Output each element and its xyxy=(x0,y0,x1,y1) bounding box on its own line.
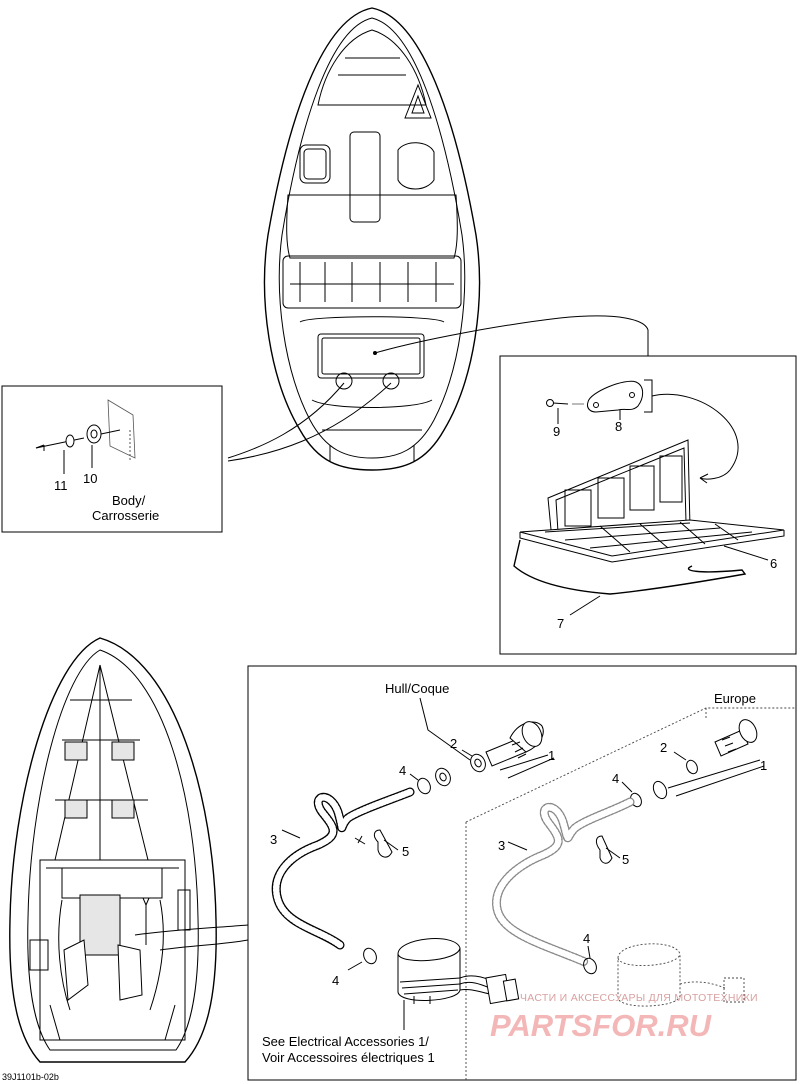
label-carrosserie: Carrosserie xyxy=(92,508,159,523)
callout-10: 10 xyxy=(83,471,97,486)
watermark: ЧАСТИ И АКСЕССУАРЫ ДЛЯ МОТОТЕХНИКИ PARTS… xyxy=(490,992,758,1043)
callout-4-bottom-europe: 4 xyxy=(583,931,590,946)
label-body: Body/ xyxy=(112,493,146,508)
callout-2-europe: 2 xyxy=(660,740,667,755)
callout-2-main: 2 xyxy=(450,736,457,751)
callout-1-europe: 1 xyxy=(760,758,767,773)
callout-9: 9 xyxy=(553,424,560,439)
callout-3-main: 3 xyxy=(270,832,277,847)
see-electrical-1: See Electrical Accessories 1/ xyxy=(262,1034,429,1049)
diagram-code: 39J1101b-02b xyxy=(2,1072,59,1082)
callout-4-top-europe: 4 xyxy=(612,771,619,786)
see-electrical-2: Voir Accessoires électriques 1 xyxy=(262,1050,435,1065)
boat-hull-view xyxy=(9,637,217,1063)
label-hull: Hull/Coque xyxy=(385,681,449,696)
callout-5-europe: 5 xyxy=(622,852,629,867)
bilge-pump-box: Europe Hull/Coque 1 2 4 3 5 xyxy=(247,665,797,1081)
callout-4-bottom-main: 4 xyxy=(332,973,339,988)
watermark-brand: PARTSFOR.RU xyxy=(490,1008,713,1043)
callout-8: 8 xyxy=(615,419,622,434)
watermark-tagline: ЧАСТИ И АКСЕССУАРЫ ДЛЯ МОТОТЕХНИКИ xyxy=(520,992,758,1004)
callout-11: 11 xyxy=(54,478,68,493)
fastener-detail-box: 11 10 Body/ Carrosserie xyxy=(1,385,223,533)
storage-rack-box: 9 8 6 7 xyxy=(499,355,797,655)
callout-7: 7 xyxy=(557,616,564,631)
callout-1-main: 1 xyxy=(548,748,555,763)
callout-5-main: 5 xyxy=(402,844,409,859)
label-europe: Europe xyxy=(714,691,756,706)
boat-deck-view xyxy=(263,7,481,471)
callout-6: 6 xyxy=(770,556,777,571)
callout-4-top-main: 4 xyxy=(399,763,406,778)
callout-3-europe: 3 xyxy=(498,838,505,853)
